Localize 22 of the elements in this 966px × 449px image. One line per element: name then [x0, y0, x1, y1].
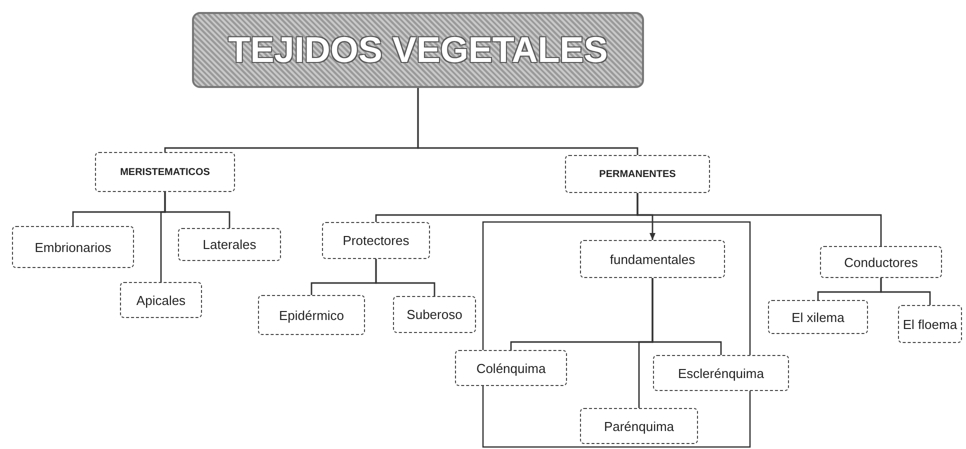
concept-box: El xilema	[768, 300, 868, 334]
connector-line	[880, 278, 931, 305]
title-box: TEJIDOS VEGETALES	[192, 12, 644, 88]
connector-line	[375, 259, 436, 296]
concept-box: Parénquima	[580, 408, 698, 444]
concept-box: Apicales	[120, 282, 202, 318]
concept-box: Colénquima	[455, 350, 567, 386]
connector-line	[636, 193, 882, 246]
concept-box: Laterales	[178, 228, 281, 261]
concept-box: Esclerénquima	[653, 355, 789, 391]
concept-box: PERMANENTES	[565, 155, 710, 193]
concept-box: El floema	[898, 305, 962, 343]
connector-line	[160, 192, 166, 282]
concept-box: Conductores	[820, 246, 942, 278]
concept-box: fundamentales	[580, 240, 725, 278]
concept-box: Suberoso	[393, 296, 476, 333]
concept-box: MERISTEMATICOS	[95, 152, 235, 192]
connector-line	[417, 88, 638, 155]
concept-box: Epidérmico	[258, 295, 365, 335]
connector-line	[638, 278, 654, 408]
concept-box: Protectores	[322, 222, 430, 259]
concept-box: Embrionarios	[12, 226, 134, 268]
